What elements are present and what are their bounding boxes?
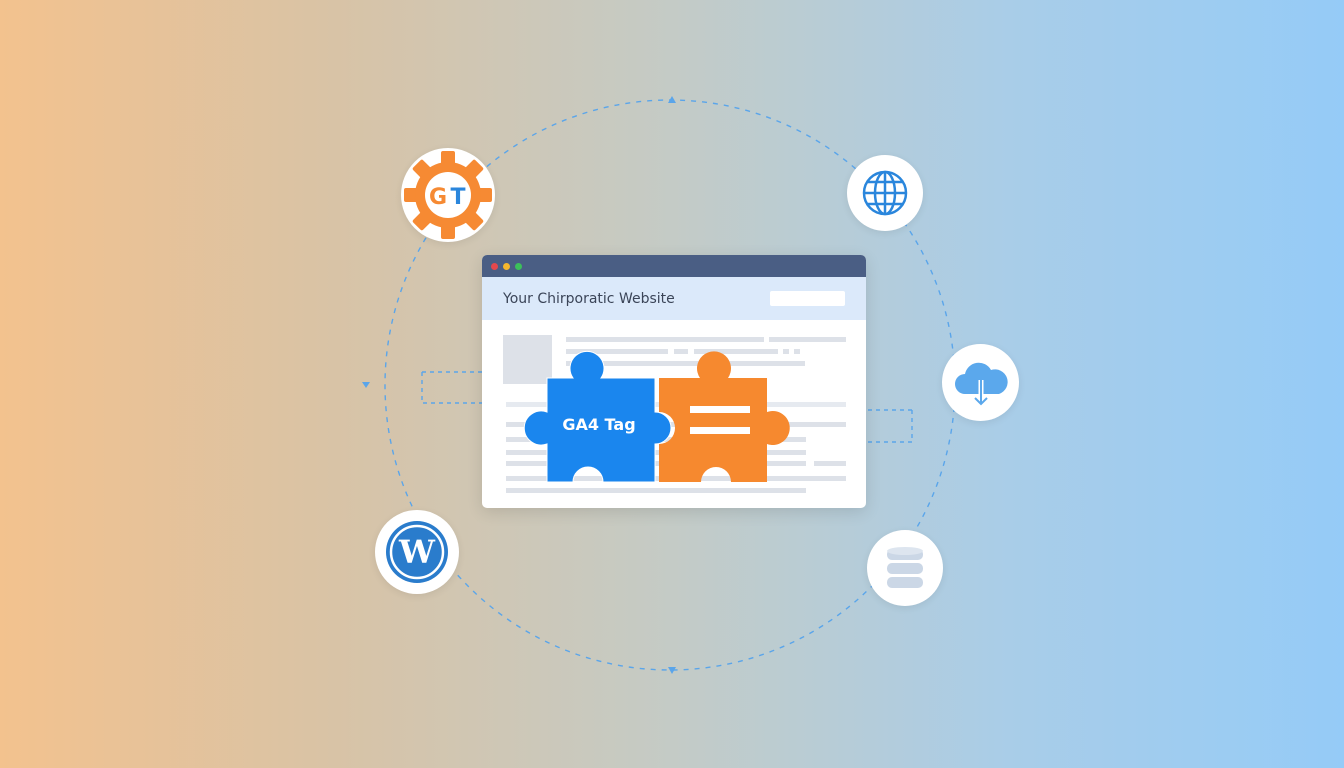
puzzle-line [690,406,750,413]
database-badge [867,530,943,606]
svg-text:W: W [398,533,436,571]
puzzle-line [690,427,750,434]
gtm-gear-icon: G T [404,151,492,239]
globe-badge [847,155,923,231]
browser-titlebar [482,255,866,277]
globe-icon [862,170,908,216]
database-icon [887,547,923,588]
ga4-tag-label: GA4 Tag [562,415,635,434]
site-header: Your Chirporatic Website [482,277,866,320]
browser-window: Your Chirporatic Website [482,255,866,508]
close-dot [491,262,498,270]
wordpress-badge: W [375,510,459,594]
svg-text:T: T [450,185,465,210]
left-connector-arrows [421,371,525,404]
svg-text:G: G [429,185,447,210]
minimize-dot [503,262,510,270]
header-search-box [770,291,845,306]
cloud-badge [942,344,1019,421]
gtm-badge: G T [401,148,495,242]
orange-puzzle-piece [659,351,790,482]
cloud-download-icon [954,362,1008,408]
orbit-arrows [362,96,676,674]
blue-puzzle-piece: GA4 Tag [523,350,672,483]
site-title: Your Chirporatic Website [503,290,675,307]
wordpress-icon: W [386,521,448,583]
maximize-dot [515,262,522,270]
